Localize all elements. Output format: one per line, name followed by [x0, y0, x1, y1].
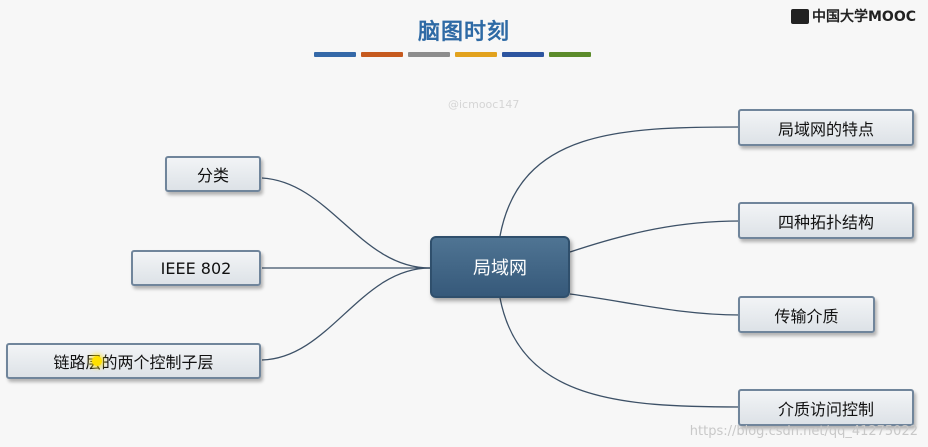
connector-right-4	[499, 297, 741, 408]
stripe-segment	[408, 52, 450, 57]
node-classification: 分类	[165, 156, 261, 192]
stripe-segment	[549, 52, 591, 57]
node-four-topologies: 四种拓扑结构	[738, 202, 914, 239]
connector-left-3	[261, 267, 431, 361]
node-lan-features: 局域网的特点	[738, 109, 914, 146]
title-color-stripe	[314, 52, 591, 57]
connector-left-1	[261, 177, 431, 269]
csdn-watermark: https://blog.csdn.net/qq_41275022	[689, 424, 918, 439]
node-two-sublayers: 链路层的两个控制子层	[6, 343, 261, 379]
node-media-access-control: 介质访问控制	[738, 389, 914, 426]
node-ieee-802: IEEE 802	[131, 250, 261, 286]
node-transmission-media: 传输介质	[738, 296, 875, 333]
connector-right-2	[569, 220, 741, 253]
pointer-highlight-icon	[92, 356, 102, 366]
mooc-logo-text: 中国大学MOOC	[811, 9, 916, 25]
slide-title: 脑图时刻	[417, 20, 510, 45]
mindmap-center-node: 局域网	[430, 236, 570, 298]
stripe-segment	[361, 52, 403, 57]
mooc-logo-icon	[790, 8, 809, 24]
mooc-logo: 中国大学MOOC	[790, 6, 916, 26]
stripe-segment	[314, 52, 356, 57]
stripe-segment	[455, 52, 497, 57]
connector-right-3	[569, 293, 741, 316]
faint-overlay-text: @icmooc147	[448, 98, 520, 111]
stripe-segment	[502, 52, 544, 57]
connector-right-1	[499, 126, 741, 237]
